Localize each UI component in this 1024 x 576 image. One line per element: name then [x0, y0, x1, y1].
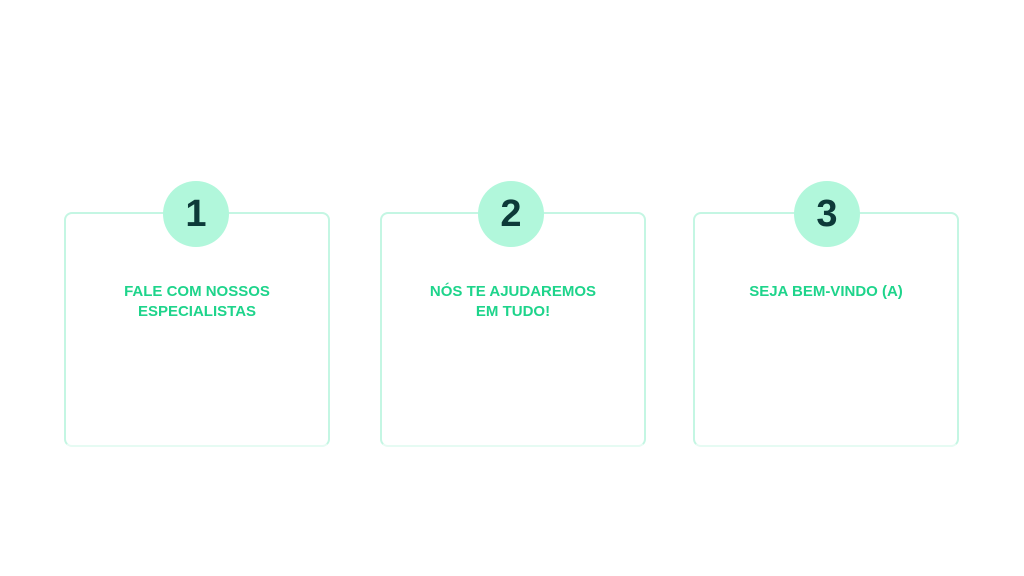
step-card-3: SEJA BEM-VINDO (A): [693, 212, 959, 447]
step-number-badge: 1: [163, 181, 229, 247]
step-title: NÓS TE AJUDAREMOS EM TUDO!: [429, 283, 597, 320]
step-card-2: NÓS TE AJUDAREMOS EM TUDO!: [380, 212, 646, 447]
step-number-badge: 2: [478, 181, 544, 247]
step-number-badge: 3: [794, 181, 860, 247]
step-title: SEJA BEM-VINDO (A): [749, 283, 903, 300]
step-card-1: FALE COM NOSSOS ESPECIALISTAS: [64, 212, 330, 447]
step-title: FALE COM NOSSOS ESPECIALISTAS: [124, 283, 270, 320]
